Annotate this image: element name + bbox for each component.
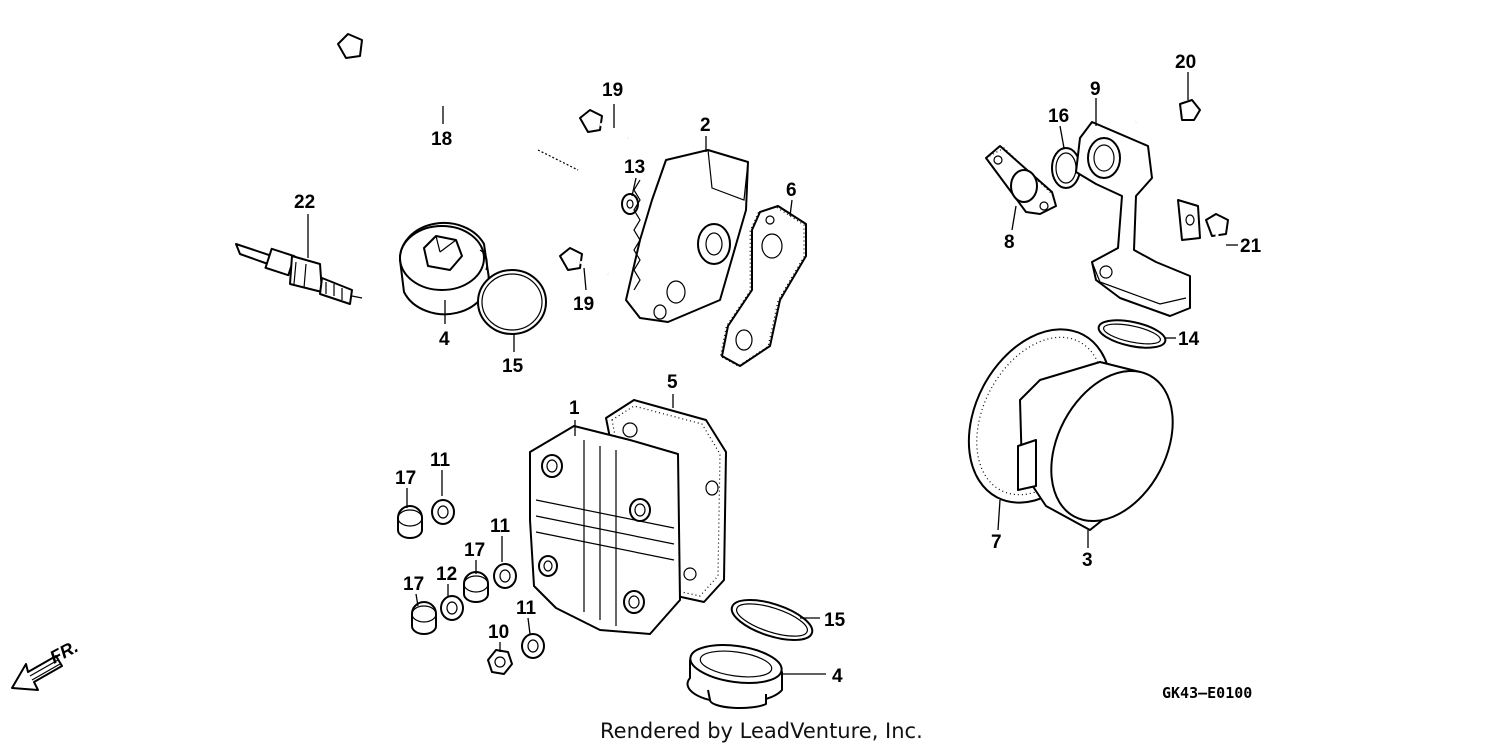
part-9-intake-pipe [1075,121,1201,317]
part-11-washer-b [493,563,517,589]
part-12-washer [440,595,464,621]
callout-10: 10 [488,622,509,643]
part-1-head-cover [529,425,681,635]
callout-3: 3 [1082,550,1093,571]
part-15-oring-lower [730,598,814,642]
callout-22: 22 [294,192,315,213]
callout-12: 12 [436,564,457,585]
part-6-gasket [719,205,807,367]
part-19-bolt-upper [579,109,629,140]
part-15-oring-upper [477,269,547,335]
part-2-side-cover [625,149,749,323]
part-13-washer [621,193,639,215]
part-14-oring [1097,319,1167,349]
callout-11-a: 11 [430,450,451,471]
part-11-washer-a [431,499,455,525]
callout-13: 13 [624,157,645,178]
callout-2: 2 [700,115,711,136]
part-17-cap-nut-c [411,601,437,635]
callout-7: 7 [991,532,1002,553]
callout-6: 6 [786,180,797,201]
callout-20: 20 [1175,52,1196,73]
callout-19-upper: 19 [602,80,623,101]
callout-17-b: 17 [464,540,485,561]
part-11-washer-c [521,633,545,659]
callout-21: 21 [1240,236,1262,257]
callout-8: 8 [1004,232,1015,253]
part-16-oring [1051,147,1081,189]
part-19-bolt-lower [559,247,609,276]
part-4-cap-lower [686,644,783,710]
part-21-bolt [1205,213,1229,264]
callout-15-upper: 15 [502,356,524,377]
callout-5: 5 [667,372,678,393]
part-17-cap-nut-a [397,505,423,539]
callout-9: 9 [1090,79,1101,100]
callout-17-a: 17 [395,468,416,489]
part-22-spark-plug [235,243,363,305]
callout-17-c: 17 [403,574,424,595]
callout-4-lower: 4 [832,666,843,687]
part-17-cap-nut-b [463,571,489,603]
callout-1: 1 [569,398,580,419]
callout-labels: 18 19 2 13 6 22 4 15 19 5 1 17 11 11 17 … [294,52,1262,687]
part-3-air-cleaner [1017,361,1174,531]
part-8-insulator [985,145,1057,215]
callout-11-b: 11 [490,516,511,537]
render-credit: Rendered by LeadVenture, Inc. [600,719,923,743]
callout-16: 16 [1048,106,1069,127]
callout-19-lower: 19 [573,294,594,315]
callout-leaders [307,72,1238,675]
part-20-bolt [1135,99,1201,124]
callout-18: 18 [431,129,452,150]
diagram-code: GK43—E0100 [1162,684,1252,702]
callout-14: 14 [1178,329,1200,350]
part-4-cap-upper [398,221,490,316]
callout-11-c: 11 [516,598,537,619]
part-10-nut [487,649,513,675]
callout-4-upper: 4 [439,329,450,350]
part-18-stud-bolt [337,33,580,173]
front-direction-arrow-icon [11,655,63,691]
callout-15-lower: 15 [824,610,846,631]
